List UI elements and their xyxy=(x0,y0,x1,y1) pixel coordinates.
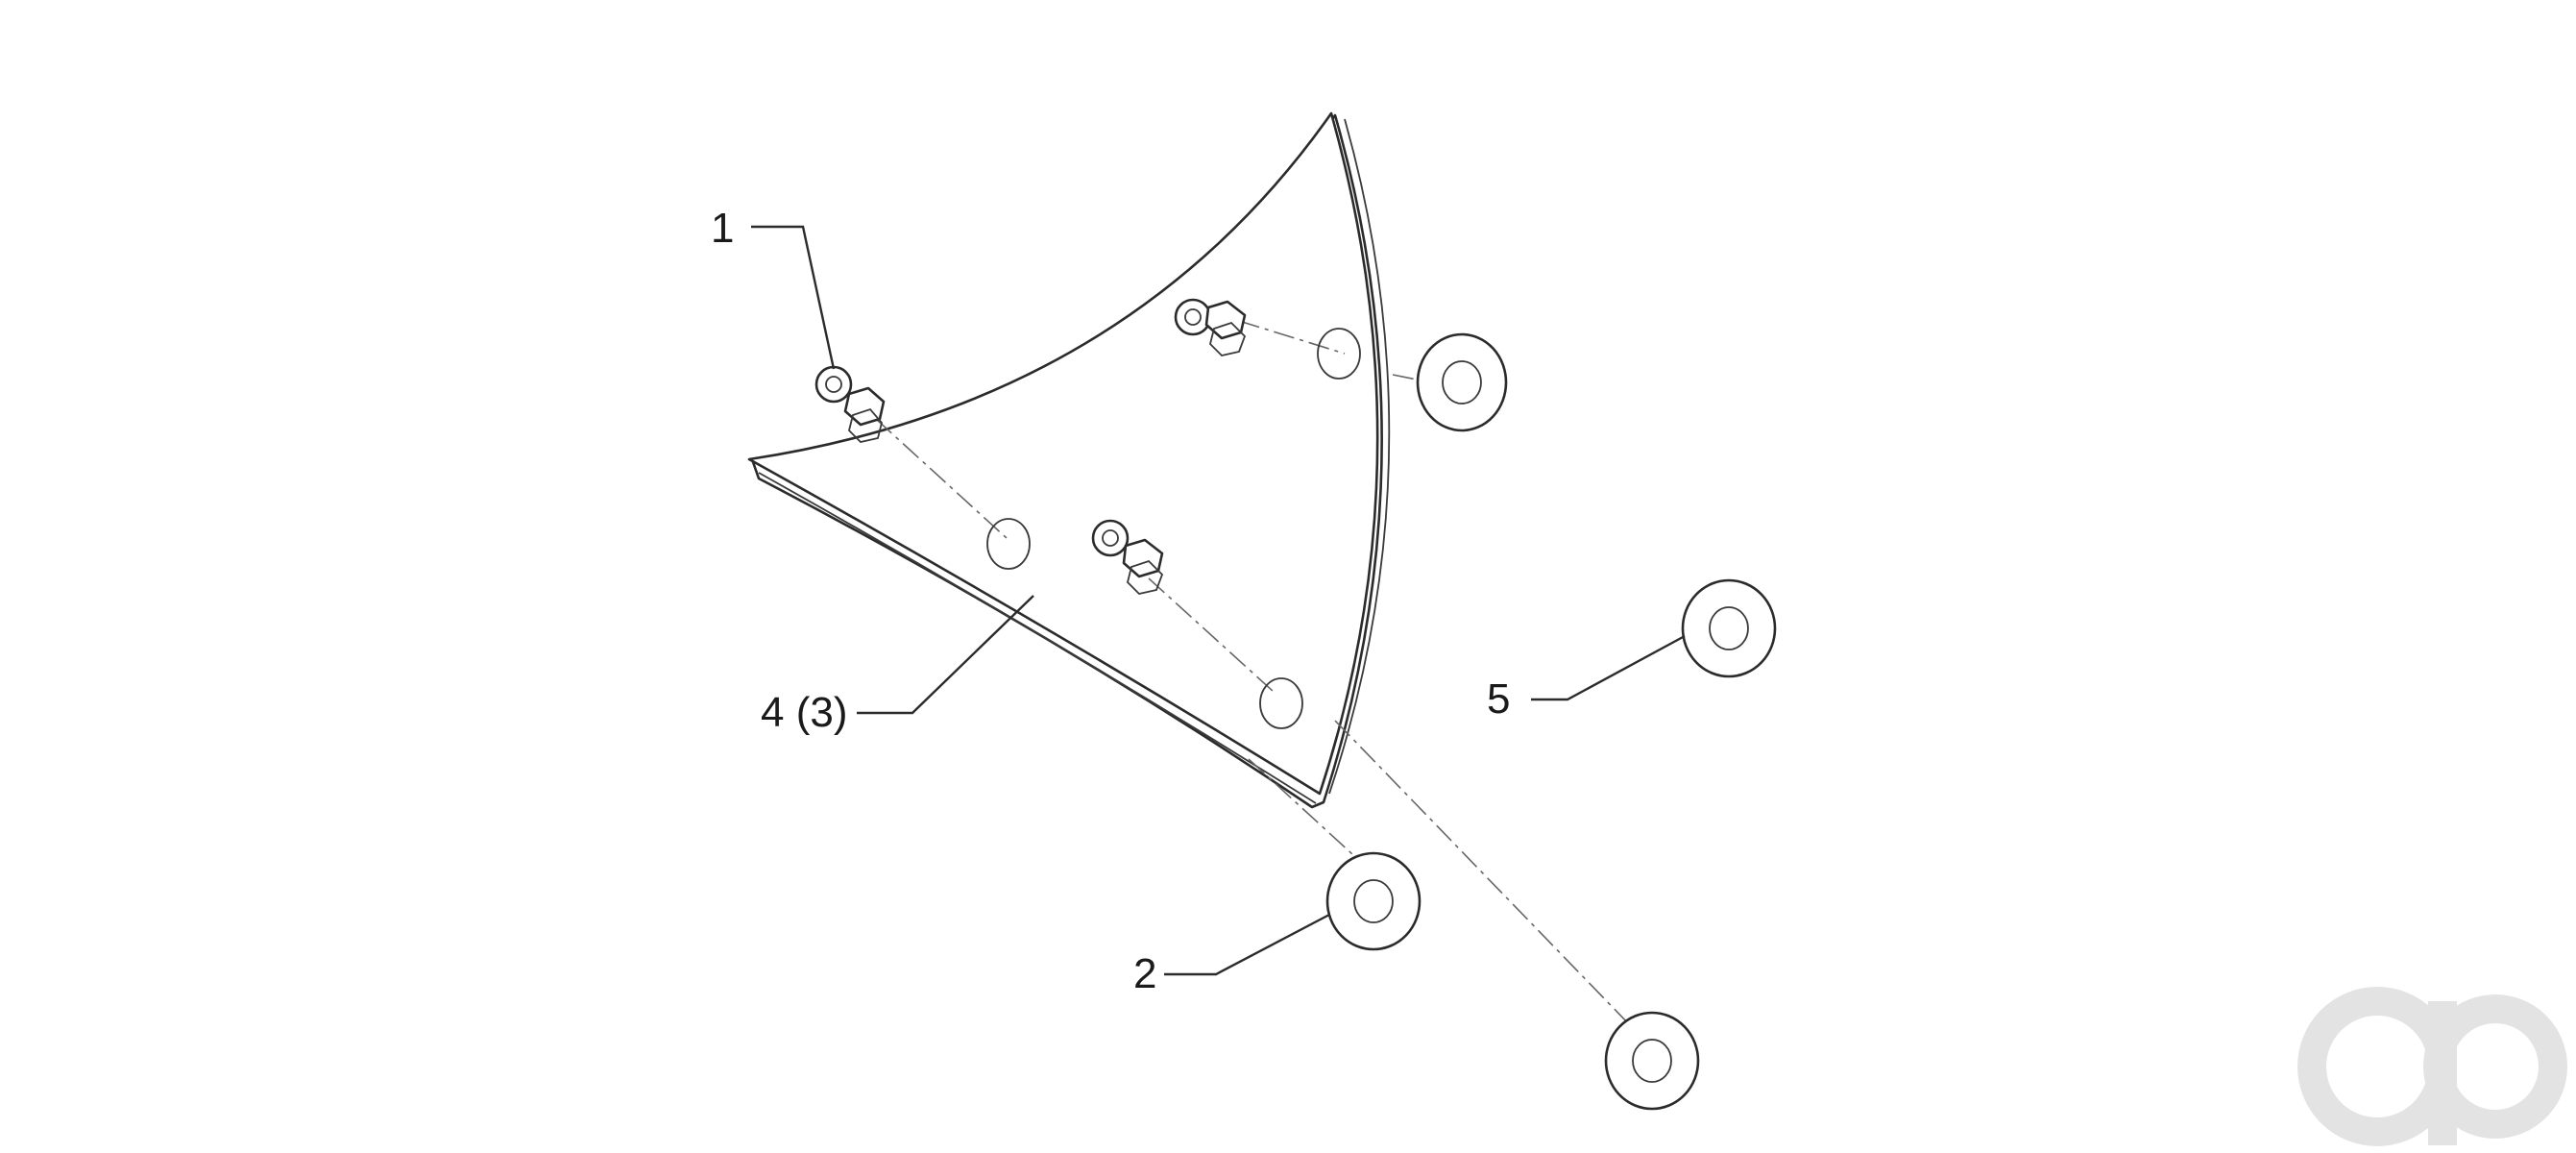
watermark-logo xyxy=(2297,987,2567,1146)
bolt-assembly-1[interactable] xyxy=(814,365,886,443)
bolt-assembly-3[interactable] xyxy=(1091,519,1164,595)
leader-lines xyxy=(751,225,1686,976)
callout-2: 2 xyxy=(1133,950,1156,997)
washer-top-right[interactable] xyxy=(1416,332,1508,432)
bolt-assembly-2[interactable] xyxy=(1174,298,1247,356)
blade-plate xyxy=(747,111,1391,809)
plate-holes xyxy=(986,328,1361,729)
callout-1: 1 xyxy=(711,205,734,252)
callout-5: 5 xyxy=(1487,675,1510,723)
callout-4-3: 4 (3) xyxy=(761,689,847,736)
washer-item-2[interactable] xyxy=(1325,851,1422,951)
washer-bottom[interactable] xyxy=(1604,1011,1700,1111)
washer-item-5[interactable] xyxy=(1681,578,1777,678)
